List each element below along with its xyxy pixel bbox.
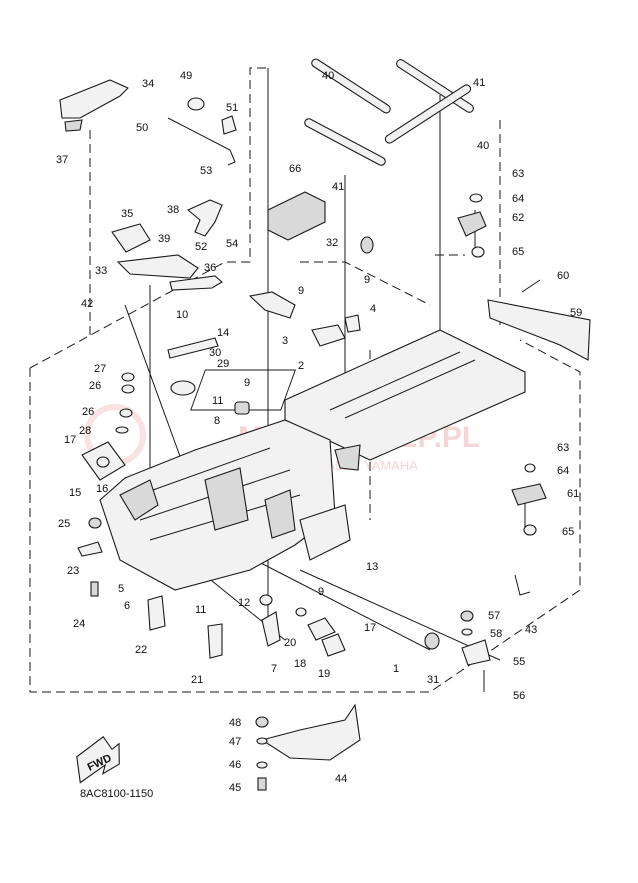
callout-18: 18	[294, 658, 306, 670]
callout-41: 41	[473, 77, 485, 89]
callout-19: 19	[318, 668, 330, 680]
parts-artwork	[59, 58, 591, 791]
callout-58: 58	[490, 628, 502, 640]
callout-52: 52	[195, 241, 207, 253]
callout-54: 54	[226, 238, 238, 250]
callout-60: 60	[557, 270, 569, 282]
callout-66: 66	[289, 163, 301, 175]
callout-16: 16	[96, 483, 108, 495]
callout-37: 37	[56, 154, 68, 166]
callout-14: 14	[217, 327, 229, 339]
callout-64: 64	[557, 465, 569, 477]
callout-10: 10	[176, 309, 188, 321]
callout-43: 43	[525, 624, 537, 636]
callout-65: 65	[562, 526, 574, 538]
callout-40: 40	[322, 70, 334, 82]
callout-45: 45	[229, 782, 241, 794]
callout-11: 11	[212, 395, 223, 407]
callout-13: 13	[366, 561, 378, 573]
callout-24: 24	[73, 618, 85, 630]
callout-9: 9	[364, 274, 370, 286]
callout-27: 27	[94, 363, 106, 375]
diagram-code: 8AC8100-1150	[80, 788, 153, 800]
callout-30: 30	[209, 347, 221, 359]
callout-38: 38	[167, 204, 179, 216]
callout-46: 46	[229, 759, 241, 771]
callout-65: 65	[512, 246, 524, 258]
callout-51: 51	[226, 102, 238, 114]
callout-7: 7	[271, 663, 277, 675]
callout-50: 50	[136, 122, 148, 134]
callout-42: 42	[81, 298, 93, 310]
fwd-arrow: FWD	[76, 736, 120, 784]
callout-4: 4	[370, 303, 376, 315]
callout-53: 53	[200, 165, 212, 177]
callout-32: 32	[326, 237, 338, 249]
callout-9: 9	[298, 285, 304, 297]
callout-63: 63	[512, 168, 524, 180]
callout-26: 26	[89, 380, 101, 392]
callout-9: 9	[318, 586, 324, 598]
callout-35: 35	[121, 208, 133, 220]
callout-20: 20	[284, 637, 296, 649]
callout-21: 21	[191, 674, 203, 686]
callout-8: 8	[214, 415, 220, 427]
callout-25: 25	[58, 518, 70, 530]
callout-62: 62	[512, 212, 524, 224]
callout-39: 39	[158, 233, 170, 245]
callout-34: 34	[142, 78, 154, 90]
callout-47: 47	[229, 736, 241, 748]
callout-57: 57	[488, 610, 500, 622]
callout-1: 1	[393, 663, 399, 675]
callout-17: 17	[64, 434, 76, 446]
callout-12: 12	[238, 597, 250, 609]
callout-61: 61	[567, 488, 579, 500]
callout-40: 40	[477, 140, 489, 152]
callout-48: 48	[229, 717, 241, 729]
callout-11: 11	[195, 604, 206, 616]
callout-33: 33	[95, 265, 107, 277]
callout-23: 23	[67, 565, 79, 577]
callout-44: 44	[335, 773, 347, 785]
callout-63: 63	[557, 442, 569, 454]
callout-26: 26	[82, 406, 94, 418]
callout-59: 59	[570, 307, 582, 319]
callout-5: 5	[118, 583, 124, 595]
callout-49: 49	[180, 70, 192, 82]
callout-55: 55	[513, 656, 525, 668]
callout-2: 2	[298, 360, 304, 372]
callout-64: 64	[512, 193, 524, 205]
callout-28: 28	[79, 425, 91, 437]
callout-29: 29	[217, 358, 229, 370]
callout-22: 22	[135, 644, 147, 656]
callout-17: 17	[364, 622, 376, 634]
callout-3: 3	[282, 335, 288, 347]
callout-41: 41	[332, 181, 344, 193]
callout-31: 31	[427, 674, 439, 686]
callout-56: 56	[513, 690, 525, 702]
callout-15: 15	[69, 487, 81, 499]
callout-6: 6	[124, 600, 130, 612]
callout-36: 36	[204, 262, 216, 274]
callout-9: 9	[244, 377, 250, 389]
